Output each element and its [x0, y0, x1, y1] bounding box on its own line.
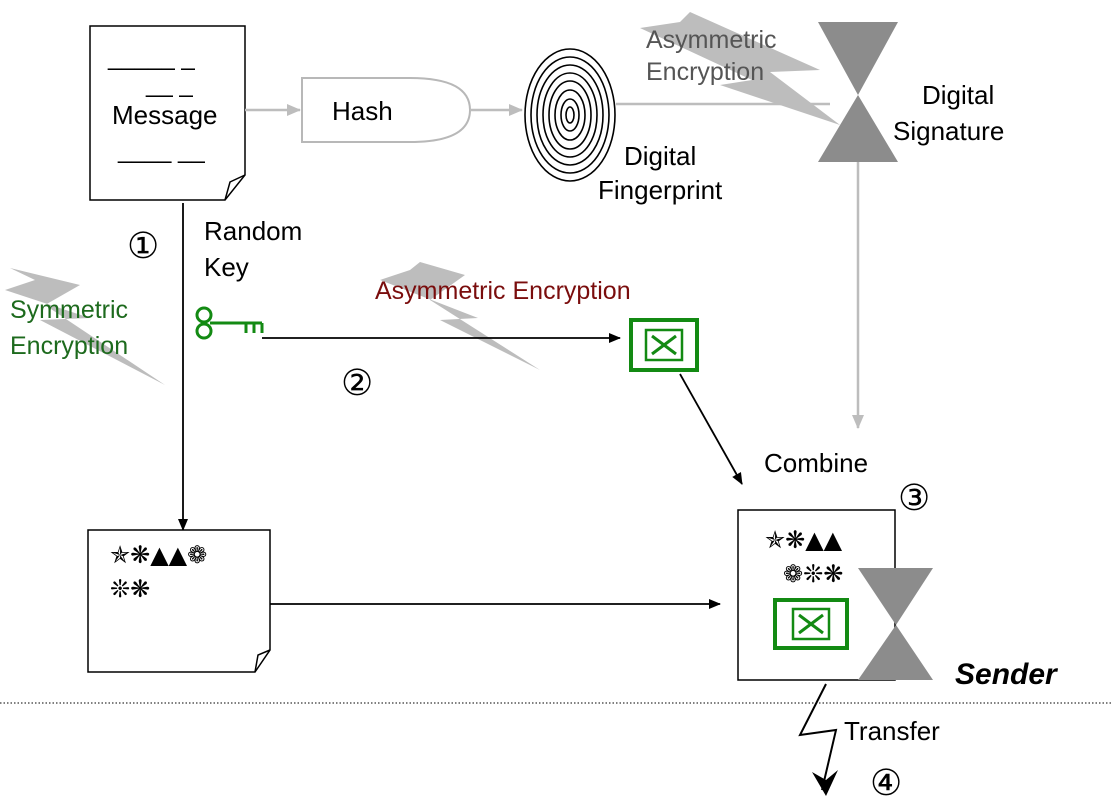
- bolt-middle-icon: [380, 262, 540, 370]
- random-key-label-2: Key: [204, 252, 249, 282]
- fingerprint-label-2: Fingerprint: [598, 175, 723, 205]
- encrypted-key-box-icon: [629, 318, 699, 372]
- message-document: [89, 25, 246, 201]
- asym-top-line-2: Encryption: [646, 58, 764, 86]
- bolt-left-icon: [5, 268, 165, 385]
- asym-top-line-1: Asymmetric: [646, 26, 777, 54]
- message-label: Message: [112, 100, 218, 130]
- message-line-1: _____ _: [107, 44, 195, 71]
- step-3-icon: ③: [898, 478, 930, 519]
- signature-label-2: Signature: [893, 116, 1004, 146]
- sender-label: Sender: [955, 658, 1059, 691]
- step-4-icon: ④: [870, 763, 902, 804]
- signature-label-1: Digital: [922, 80, 994, 110]
- step-1-icon: ①: [127, 226, 159, 267]
- random-key-label-1: Random: [204, 216, 302, 246]
- hourglass-signature-icon: [818, 22, 898, 162]
- combined-document: [737, 509, 896, 681]
- cipher-line-2: ❊❋: [110, 575, 150, 603]
- asym-key-label: Asymmetric Encryption: [375, 277, 631, 305]
- transfer-arrow-icon: [798, 683, 838, 796]
- symmetric-label-2: Encryption: [10, 332, 128, 360]
- fingerprint-label-1: Digital: [624, 141, 696, 171]
- combined-line-1: ✯❋▲▲: [765, 526, 843, 554]
- fingerprint-icon: [524, 48, 616, 182]
- hash-label: Hash: [332, 96, 393, 126]
- message-line-3: ____ __: [117, 137, 205, 164]
- hash-shape: [301, 77, 472, 143]
- cipher-line-1: ✯❋▲▲❁: [110, 541, 207, 569]
- combined-encrypted-key-icon: [773, 598, 849, 650]
- symmetric-label-1: Symmetric: [10, 296, 128, 324]
- cipher-document: [87, 529, 271, 673]
- combine-label: Combine: [764, 448, 868, 478]
- arrow-encrypted-key-to-combine: [679, 373, 743, 485]
- message-line-2: __ _: [145, 71, 193, 98]
- key-icon: [195, 306, 264, 340]
- transfer-label: Transfer: [844, 716, 940, 746]
- bolt-top-icon: [640, 12, 840, 125]
- combined-line-2: ❁❊❋: [783, 560, 843, 588]
- combined-signature-icon: [858, 568, 933, 680]
- step-2-icon: ②: [341, 363, 373, 404]
